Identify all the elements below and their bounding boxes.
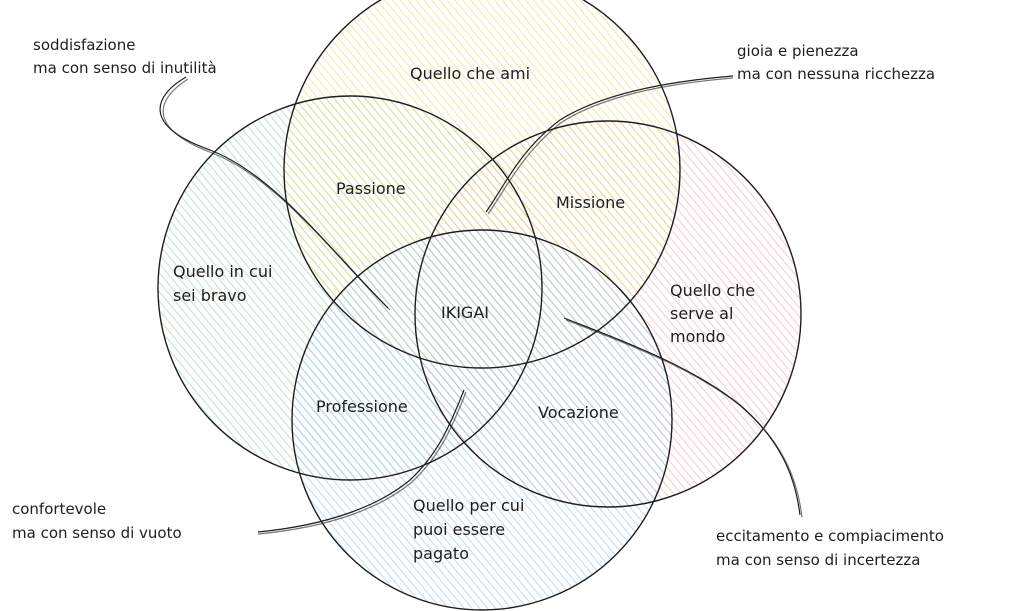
intersection-mission: Missione (556, 193, 625, 212)
note-bottom-right-line-2: ma con senso di incertezza (716, 551, 920, 569)
circle-outline-world (414, 120, 802, 508)
circle-label-paid: Quello per cui puoi essere pagato (413, 496, 529, 563)
arrow-bottom-left-echo (257, 391, 467, 535)
note-top-right: gioia e pienezza ma con nessuna ricchezz… (737, 42, 935, 83)
arrow-bottom-right-echo (565, 319, 803, 518)
circle-label-love: Quello che ami (410, 64, 530, 83)
note-bottom-right-line-1: eccitamento e compiacimento (716, 527, 944, 545)
intersection-vocation: Vocazione (538, 403, 619, 422)
circle-label-world-line-1: Quello che (670, 281, 755, 300)
circle-label-world: Quello che serve al mondo (670, 281, 760, 346)
circle-label-paid-line-3: pagato (413, 544, 469, 563)
circle-outline-good (157, 95, 543, 481)
circle-label-paid-line-2: puoi essere (413, 520, 505, 539)
circle-label-world-line-2: serve al (670, 304, 733, 323)
note-top-left-line-1: soddisfazione (33, 36, 135, 54)
arrow-top-left-echo (162, 78, 391, 311)
note-bottom-left-line-2: ma con senso di vuoto (12, 524, 182, 542)
note-top-right-line-1: gioia e pienezza (737, 42, 859, 60)
arrow-top-right (485, 75, 734, 213)
circle-outline-paid (291, 229, 673, 611)
circle-label-world-line-3: mondo (670, 327, 725, 346)
circle-outline-love (283, 0, 681, 369)
note-bottom-left: confortevole ma con senso di vuoto (12, 500, 182, 542)
note-bottom-left-line-1: confortevole (12, 500, 106, 518)
circle-label-good-line-1: Quello in cui (173, 262, 272, 281)
circle-label-good-line-2: sei bravo (173, 286, 247, 305)
arrow-top-right-echo (487, 77, 734, 215)
circle-outlines (157, 0, 802, 611)
intersection-profession: Professione (316, 397, 408, 416)
connector-arrows (159, 75, 803, 535)
note-bottom-right: eccitamento e compiacimento ma con senso… (716, 527, 949, 569)
circle-label-good: Quello in cui sei bravo (173, 262, 278, 305)
arrow-bottom-left (257, 389, 465, 533)
circle-fill-paid (292, 230, 672, 610)
circle-label-paid-line-1: Quello per cui (413, 496, 524, 515)
note-top-left-line-2: ma con senso di inutilità (33, 59, 217, 77)
circle-fills (158, 0, 801, 610)
note-top-right-line-2: ma con nessuna ricchezza (737, 65, 935, 83)
intersection-center: IKIGAI (441, 303, 489, 322)
note-top-left: soddisfazione ma con senso di inutilità (33, 36, 217, 77)
intersection-passion: Passione (336, 179, 406, 198)
